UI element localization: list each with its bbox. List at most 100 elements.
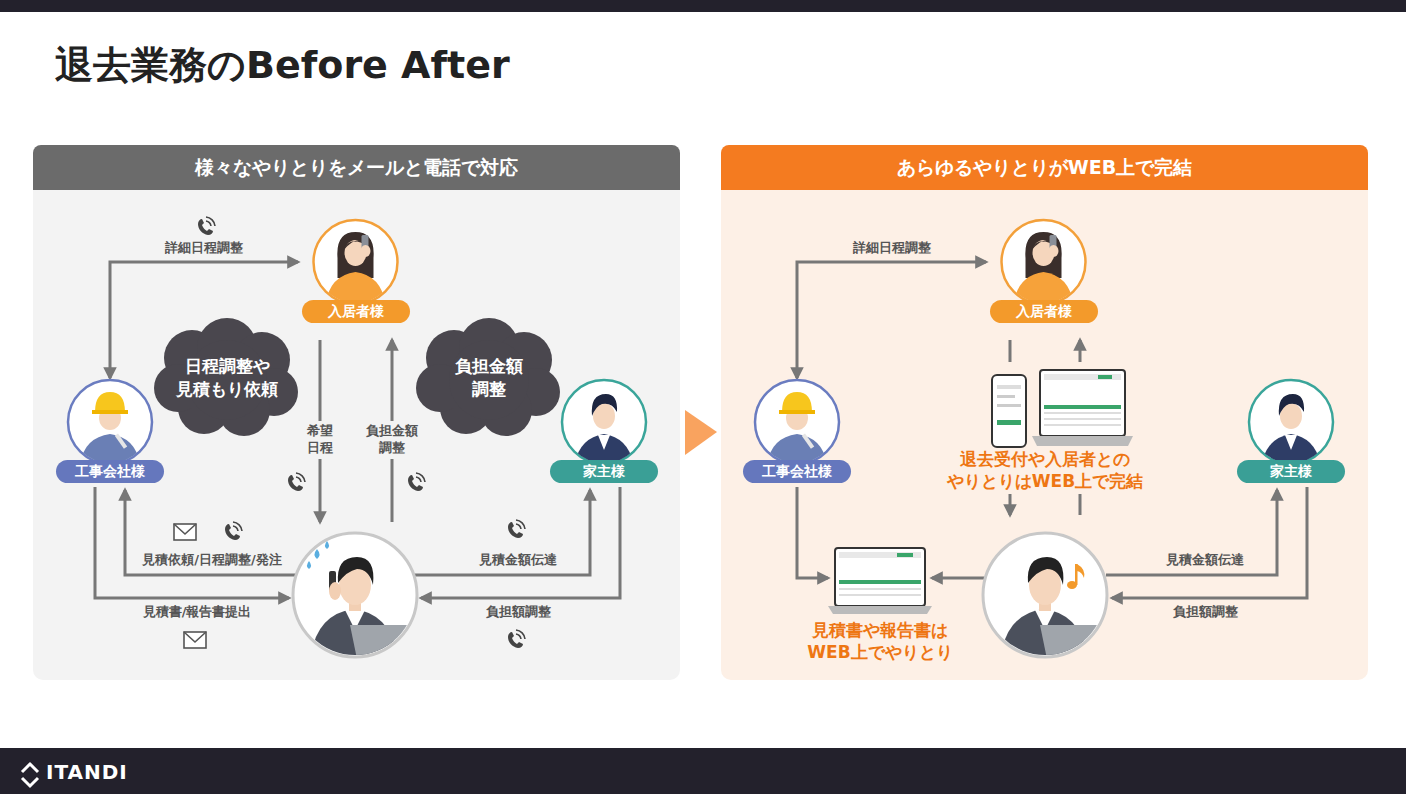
person-figure	[767, 392, 827, 468]
smartphone-screen	[997, 385, 1021, 389]
speech-cloud	[414, 318, 564, 438]
flow-arrow	[1079, 340, 1082, 362]
name-pill: 工事会社様	[743, 460, 851, 483]
flow-arrow	[932, 577, 985, 580]
staff-person	[1028, 557, 1064, 585]
flow-label: 見積金額伝達	[1166, 552, 1244, 569]
person-icon	[1261, 394, 1321, 468]
staff-person	[1000, 557, 1107, 665]
person-figure	[782, 392, 812, 412]
person-figure	[779, 410, 815, 414]
logo-mark	[22, 764, 38, 772]
person-icon	[574, 394, 634, 468]
staff-person	[325, 541, 329, 549]
mail-icon	[184, 632, 206, 648]
staff-person	[329, 582, 341, 600]
speech-cloud	[152, 318, 302, 438]
person-figure	[326, 232, 386, 308]
mail-icon	[174, 524, 206, 648]
person-figure	[1014, 232, 1074, 308]
staff-person	[315, 549, 320, 559]
person-figure	[1279, 394, 1304, 416]
person-figure	[1285, 435, 1297, 450]
smartphone-screen	[992, 375, 1026, 447]
laptop-screen	[839, 580, 921, 584]
panel-heading: 様々なやりとりをメールと電話で対応	[195, 155, 518, 181]
person-figure	[80, 392, 140, 468]
flow-label: 見積金額伝達	[479, 552, 557, 569]
person-figure	[598, 435, 610, 450]
laptop-screen	[1044, 412, 1121, 414]
person-figure	[1261, 394, 1321, 468]
flow-label: 負担額調整	[1173, 604, 1238, 621]
person-figure	[361, 245, 371, 257]
smartphone-screen	[997, 404, 1021, 407]
panel-node: あらゆるやりとりがWEB上で完結入居者様工事会社様家主様	[721, 145, 1368, 680]
person-figure	[574, 394, 634, 468]
flow-arrow	[1079, 494, 1082, 515]
after-panel	[721, 145, 1368, 680]
name-pill: 家主様	[1237, 460, 1345, 483]
before-panel	[33, 145, 680, 680]
smartphone-screen	[997, 420, 1021, 425]
person-figure	[337, 232, 373, 278]
staff-person	[1040, 625, 1107, 659]
person-node: 入居者様	[298, 218, 413, 324]
flow-arrow	[421, 487, 620, 598]
flow-label: 見積書/報告書提出	[143, 604, 252, 621]
laptop-screen	[1032, 370, 1133, 446]
person-icon	[1014, 232, 1074, 308]
edge-label: 詳細日程調整	[165, 239, 243, 257]
flow-arrow	[95, 340, 1307, 598]
cloud-node: 負担金額 調整	[414, 318, 564, 438]
laptop-screen	[835, 548, 925, 606]
logo-mark	[22, 778, 38, 786]
phone-icon	[508, 630, 525, 648]
name-pill: 入居者様	[990, 300, 1098, 323]
speech-cloud	[449, 340, 529, 420]
laptop-screen	[1044, 424, 1121, 426]
flow-label: 希望 日程	[304, 421, 336, 459]
flow-arrow	[1009, 494, 1012, 515]
laptop-screen	[1040, 370, 1125, 436]
top-bar	[0, 0, 1406, 12]
cloud-text-box: 日程調整や 見積もり依頼	[152, 318, 302, 438]
smartphone-screen	[997, 395, 1015, 398]
music-note	[1067, 564, 1084, 589]
laptop-screen	[1044, 418, 1121, 420]
flow-label: 退去受付や入居者との やりとりはWEB上で完結	[945, 448, 1145, 492]
flow-arrow	[1112, 487, 1307, 598]
flow-arrow	[797, 487, 828, 578]
flow-label: 負担金額 調整	[362, 421, 422, 459]
staff-person	[307, 561, 311, 569]
phone-icon	[198, 217, 215, 235]
flow-arrow	[1106, 490, 1277, 575]
page-title: 退去業務のBefore After	[55, 40, 510, 91]
person-figure	[802, 433, 814, 448]
laptop-screen	[1032, 436, 1133, 446]
music-note	[1077, 564, 1084, 578]
person-node: 家主様	[547, 378, 661, 485]
name-pill-row: 入居者様	[298, 300, 413, 323]
person-icon	[326, 232, 386, 308]
flow-label: 見積依頼/日程調整/発注	[142, 552, 282, 569]
phone-icon	[288, 473, 305, 491]
laptop-screen	[839, 552, 921, 558]
person-node: 入居者様	[986, 218, 1101, 324]
laptop-screen	[897, 553, 913, 557]
laptop-screen	[1044, 405, 1121, 409]
person-node: 工事会社様	[739, 378, 855, 485]
name-pill-row: 入居者様	[986, 300, 1101, 323]
person-figure	[1025, 232, 1061, 278]
connector	[797, 262, 986, 378]
name-pill-row: 工事会社様	[52, 460, 168, 483]
flow-label: 見積書や報告書は WEB上でやりとり	[793, 619, 968, 663]
name-pill-row: 家主様	[547, 460, 661, 483]
person-icon	[80, 392, 140, 468]
flow-arrow	[414, 490, 590, 575]
flow-label: 負担額調整	[486, 604, 551, 621]
person-figure	[95, 392, 125, 412]
person-figure	[115, 433, 127, 448]
